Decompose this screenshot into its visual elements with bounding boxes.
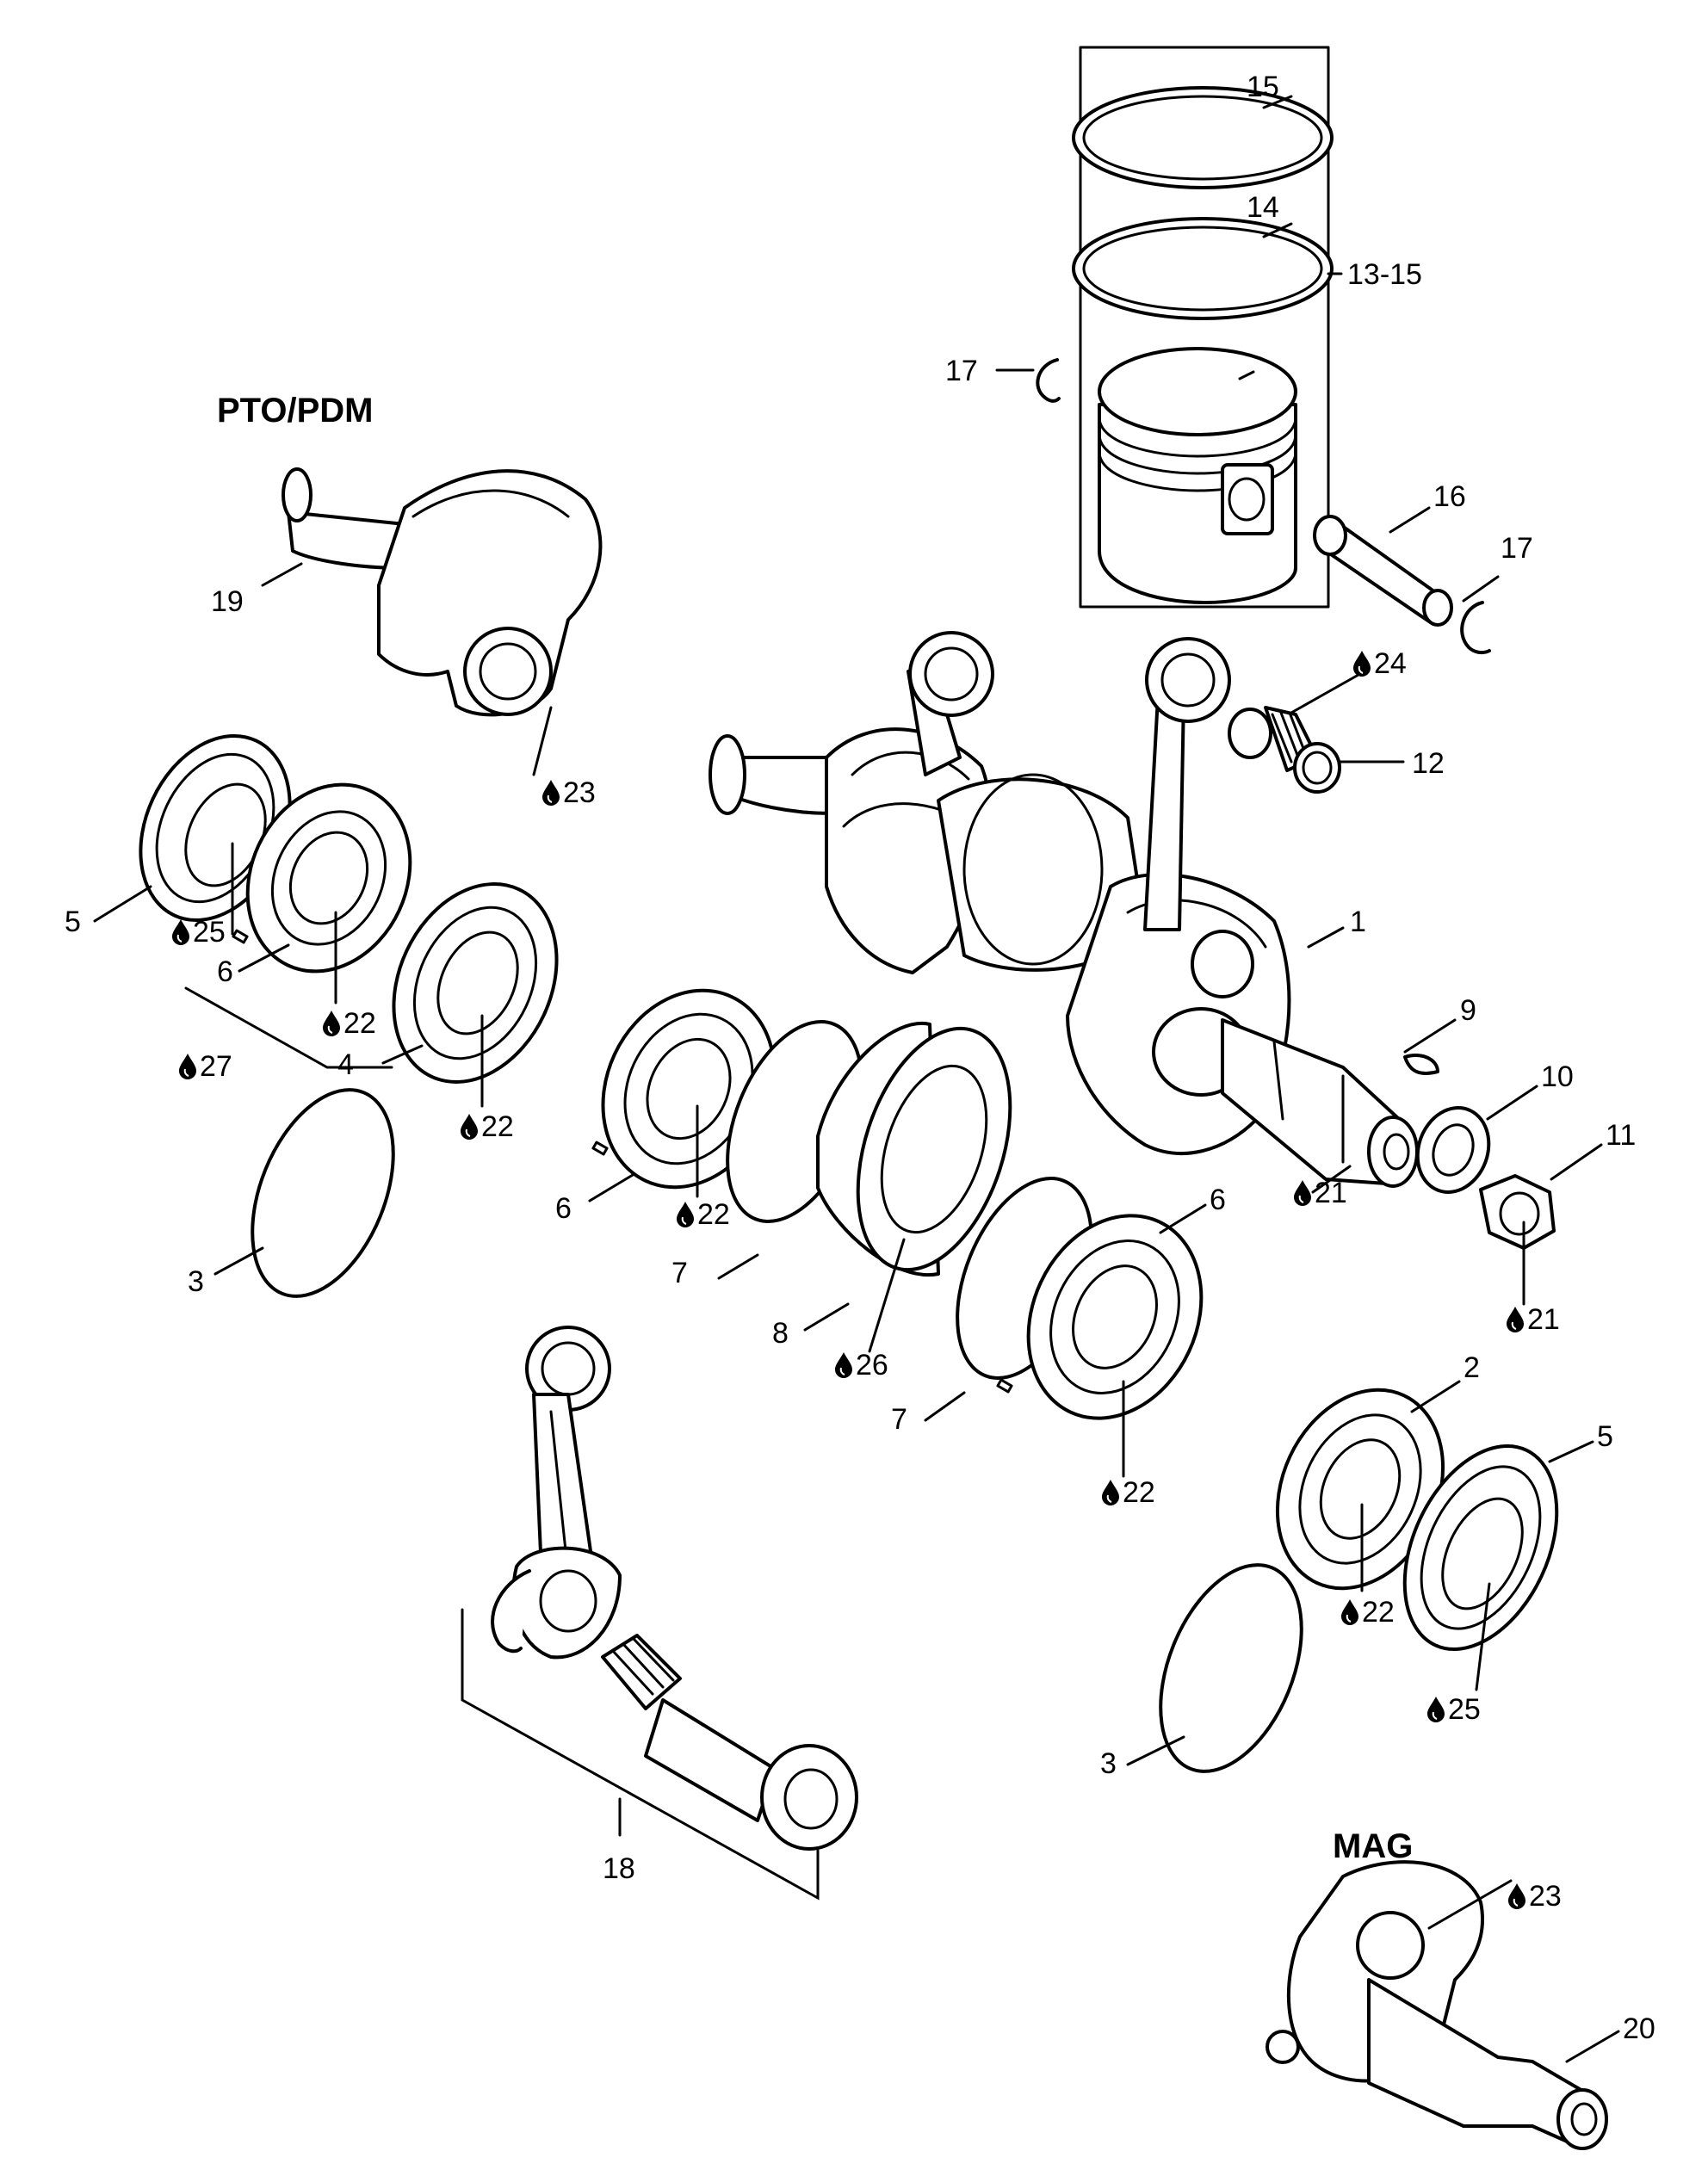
ball-bearing-4 xyxy=(392,882,559,1084)
callout-9: 9 xyxy=(1460,994,1476,1027)
connecting-rod-kit xyxy=(461,1326,858,1901)
callout-17-right: 17 xyxy=(1501,532,1533,565)
ball-bearing-center-right xyxy=(996,1214,1204,1420)
callout-3-left: 3 xyxy=(188,1265,204,1298)
piston-kit-frame xyxy=(1079,46,1330,609)
piston-ring-15 xyxy=(1072,86,1334,189)
drop-icon xyxy=(1340,1598,1359,1626)
ball-bearing-left xyxy=(232,782,412,974)
callout-labels: 15 14 13-15 17 16 17 19 24 12 23 5 25 6 … xyxy=(65,71,1655,2045)
drop-icon xyxy=(1293,1179,1312,1207)
callout-21-b: 21 xyxy=(1527,1303,1560,1336)
lock-washer xyxy=(1415,1106,1491,1194)
o-ring-right xyxy=(1159,1563,1303,1773)
piston xyxy=(1098,347,1297,604)
drop-icon xyxy=(1101,1479,1120,1506)
callout-17-left: 17 xyxy=(945,355,978,387)
drop-icon xyxy=(1426,1696,1445,1723)
small-end-needle-bearing xyxy=(1228,706,1341,794)
callout-27: 27 xyxy=(200,1050,232,1083)
mag-crank-half xyxy=(1266,1860,1608,2150)
callout-14: 14 xyxy=(1247,191,1279,224)
callout-2: 2 xyxy=(1464,1351,1480,1384)
callout-6-mid: 6 xyxy=(555,1192,572,1225)
callout-12: 12 xyxy=(1412,747,1445,780)
drop-icon xyxy=(1506,1306,1525,1333)
oil-seal-right xyxy=(1402,1444,1559,1651)
piston-pin xyxy=(1313,515,1453,627)
callout-4: 4 xyxy=(337,1048,354,1081)
circlip-right xyxy=(1460,601,1491,655)
callout-22-b: 22 xyxy=(481,1110,514,1143)
callout-21-a: 21 xyxy=(1315,1177,1347,1209)
callout-11: 11 xyxy=(1606,1119,1636,1152)
callout-6-left: 6 xyxy=(217,955,233,988)
callout-10: 10 xyxy=(1541,1060,1574,1093)
callout-1: 1 xyxy=(1350,906,1366,938)
callout-24: 24 xyxy=(1374,647,1407,680)
drop-icon xyxy=(676,1201,695,1228)
drop-icon xyxy=(834,1351,853,1379)
callout-22-a: 22 xyxy=(343,1007,376,1040)
callout-19: 19 xyxy=(211,585,244,618)
woodruff-key xyxy=(1403,1054,1439,1075)
bearing-sleeve xyxy=(816,1021,1012,1277)
drop-icon xyxy=(178,1053,197,1080)
callout-20: 20 xyxy=(1623,2012,1655,2045)
drop-icon xyxy=(541,779,560,807)
callout-25-right: 25 xyxy=(1448,1693,1481,1726)
drop-icon xyxy=(1352,650,1371,677)
pto-crank-half xyxy=(282,467,603,717)
drop-icon xyxy=(1507,1882,1526,1910)
pto-section-title: PTO/PDM xyxy=(217,392,374,430)
o-ring-left xyxy=(251,1088,395,1298)
piston-kit-group xyxy=(1072,46,1334,609)
callout-15: 15 xyxy=(1247,71,1279,103)
callout-3-right: 3 xyxy=(1100,1747,1117,1780)
drop-icon xyxy=(322,1010,341,1037)
callout-7-mid: 7 xyxy=(671,1257,688,1289)
crankshaft-assembly xyxy=(709,631,1419,1188)
drop-icon xyxy=(171,918,190,946)
callout-22-d: 22 xyxy=(1123,1476,1155,1509)
drop-icon xyxy=(460,1113,479,1141)
circlip-left xyxy=(1036,358,1061,403)
callout-26: 26 xyxy=(856,1349,888,1382)
ball-bearing-mag xyxy=(1275,1388,1445,1591)
callout-25-left: 25 xyxy=(193,916,226,949)
callout-23-mag: 23 xyxy=(1529,1880,1562,1913)
callout-5-left: 5 xyxy=(65,906,81,938)
callout-7-right: 7 xyxy=(891,1403,907,1436)
mag-section-title: MAG xyxy=(1333,1827,1413,1865)
piston-ring-14 xyxy=(1072,217,1334,320)
callout-13-15: 13-15 xyxy=(1347,258,1422,291)
callout-23-pto: 23 xyxy=(563,776,596,809)
callout-18: 18 xyxy=(603,1852,635,1885)
callout-22-c: 22 xyxy=(697,1198,730,1231)
callout-8: 8 xyxy=(772,1317,789,1350)
callout-16: 16 xyxy=(1433,480,1466,513)
callout-22-e: 22 xyxy=(1362,1596,1395,1629)
callout-6-right: 6 xyxy=(1210,1184,1226,1216)
leader-lines xyxy=(93,95,1620,2063)
crank-nut xyxy=(1479,1174,1556,1250)
callout-5-right: 5 xyxy=(1597,1420,1613,1453)
